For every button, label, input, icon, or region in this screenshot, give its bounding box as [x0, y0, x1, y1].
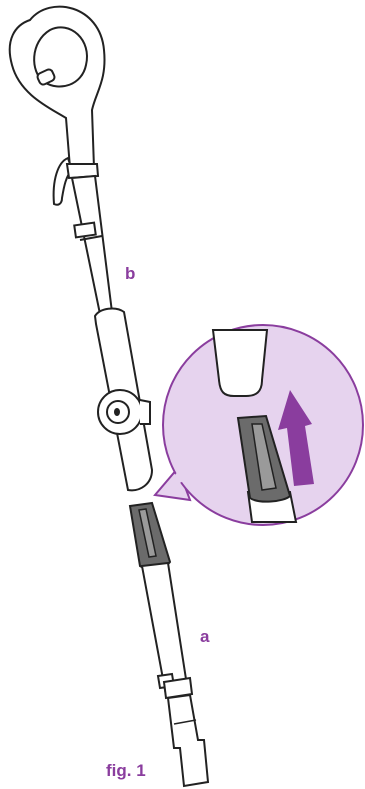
zoom-callout	[153, 324, 364, 526]
tube-ring	[79, 235, 103, 241]
handle-collar	[65, 163, 100, 180]
figure-caption: fig. 1	[106, 761, 146, 780]
part-label-b: b	[125, 264, 136, 283]
lower-end	[166, 693, 210, 788]
upper-shaft	[70, 174, 114, 316]
upper-tube-b	[8, 5, 154, 492]
zoom-joint-end	[211, 329, 269, 397]
lower-connector-slot	[138, 508, 157, 558]
zoom-connector-slot	[251, 423, 277, 491]
tube-clip	[73, 221, 97, 239]
part-label-a: a	[200, 627, 210, 646]
lower-collar	[162, 676, 194, 700]
lower-tube-a	[128, 501, 210, 788]
arrow-up-icon	[278, 390, 314, 486]
release-button-icon	[97, 389, 151, 435]
handle-icon	[36, 68, 56, 86]
